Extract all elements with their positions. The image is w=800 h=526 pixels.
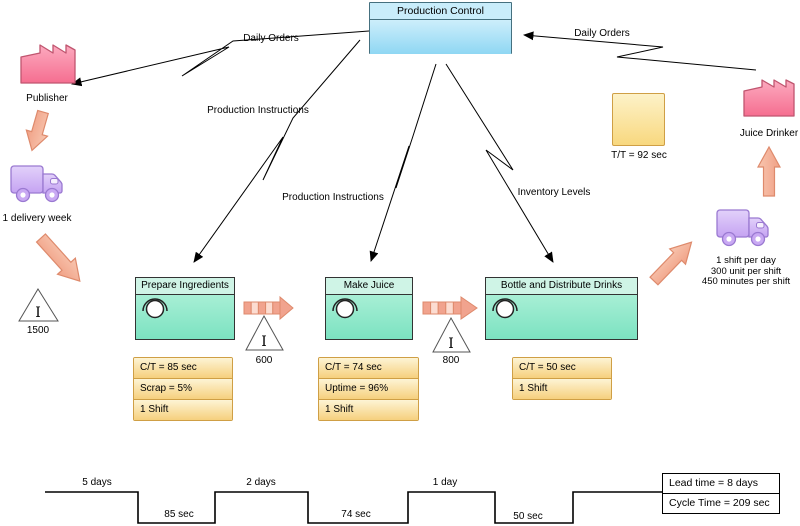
truck-to-inventory-arrow <box>35 233 81 282</box>
data-row: Scrap = 5% <box>134 379 232 400</box>
outbound-truck-text: 1 shift per day 300 unit per shift 450 m… <box>701 255 791 288</box>
push-arrow-1 <box>243 295 294 321</box>
cycle-time-value: Cycle Time = 209 sec <box>669 497 770 509</box>
inventory-symbol: I <box>448 336 454 352</box>
data-row: 1 Shift <box>513 379 611 399</box>
timeline-label-wait-3: 1 day <box>432 477 458 488</box>
inbound-truck-label: 1 delivery week <box>2 213 72 224</box>
outbound-truck-line-1: 1 shift per day <box>716 255 776 266</box>
production-control-title: Production Control <box>370 3 511 20</box>
production-instructions-label-1: Production Instructions <box>207 105 309 116</box>
lead-time-value: Lead time = 8 days <box>663 474 779 494</box>
publisher-label: Publisher <box>26 93 68 104</box>
process-box-bottle-distribute: Bottle and Distribute Drinks <box>485 277 638 340</box>
inventory-count-600: 600 <box>255 355 273 366</box>
production-instructions-label-2: Production Instructions <box>282 192 384 203</box>
data-box-make-juice: C/T = 74 sec Uptime = 96% 1 Shift <box>318 357 419 421</box>
publisher-to-truck-arrow <box>25 109 50 152</box>
inventory-count-800: 800 <box>442 355 460 366</box>
timeline-ladder <box>45 491 662 524</box>
process-title: Make Juice <box>326 278 412 295</box>
juice-drinker-label: Juice Drinker <box>739 128 799 139</box>
production-instructions-arrow-2 <box>369 63 437 262</box>
process-box-make-juice: Make Juice <box>325 277 413 340</box>
daily-orders-right-arrow <box>523 31 757 71</box>
timeline-summary-box: Lead time = 8 days Cycle Time = 209 sec <box>662 473 780 514</box>
takt-label: T/T = 92 sec <box>611 150 667 161</box>
data-row: C/T = 50 sec <box>513 358 611 379</box>
data-row: C/T = 85 sec <box>134 358 232 379</box>
inbound-truck-icon <box>10 165 63 203</box>
inventory-levels-arrow <box>445 63 554 263</box>
production-control-box: Production Control <box>369 2 512 54</box>
operator-icon <box>142 298 168 319</box>
inventory-triangle-800: I <box>432 316 471 353</box>
to-outbound-truck-arrow <box>649 241 693 286</box>
data-box-prepare-ingredients: C/T = 85 sec Scrap = 5% 1 Shift <box>133 357 233 421</box>
inventory-triangle-600: I <box>245 314 284 351</box>
daily-orders-right-label: Daily Orders <box>574 28 630 39</box>
daily-orders-left-label: Daily Orders <box>243 33 299 44</box>
outbound-truck-icon <box>716 209 769 247</box>
timeline-label-process-3: 50 sec <box>513 511 543 522</box>
data-row: 1 Shift <box>134 400 232 420</box>
timeline-label-process-2: 74 sec <box>341 509 371 520</box>
timeline-label-wait-1: 5 days <box>82 477 112 488</box>
production-control-body <box>370 20 511 54</box>
daily-orders-left-arrow <box>71 30 370 87</box>
data-row: C/T = 74 sec <box>319 358 418 379</box>
process-title: Prepare Ingredients <box>136 278 234 295</box>
timeline-label-process-1: 85 sec <box>164 509 194 520</box>
push-arrow-2 <box>422 296 478 320</box>
inventory-count-1500: 1500 <box>26 325 50 336</box>
takt-box <box>612 93 665 146</box>
operator-icon <box>332 298 358 319</box>
process-title: Bottle and Distribute Drinks <box>486 278 637 295</box>
inventory-symbol: I <box>261 334 267 350</box>
inventory-symbol: I <box>35 305 41 321</box>
outbound-truck-line-3: 450 minutes per shift <box>701 276 791 287</box>
outbound-truck-line-2: 300 unit per shift <box>710 265 782 277</box>
timeline-label-wait-2: 2 days <box>246 477 276 488</box>
data-row: Uptime = 96% <box>319 379 418 400</box>
inventory-levels-label: Inventory Levels <box>517 187 591 198</box>
process-box-prepare-ingredients: Prepare Ingredients <box>135 277 235 340</box>
inventory-triangle-1500: I <box>18 288 59 322</box>
truck-to-juice-drinker-arrow <box>756 145 782 197</box>
publisher-factory-icon <box>20 44 76 84</box>
process-body <box>136 295 234 339</box>
process-body <box>326 295 412 339</box>
operator-icon <box>492 298 518 319</box>
data-box-bottle-distribute: C/T = 50 sec 1 Shift <box>512 357 612 400</box>
data-row: 1 Shift <box>319 400 418 420</box>
production-instructions-arrow-1 <box>193 39 361 263</box>
juice-drinker-factory-icon <box>743 79 795 117</box>
process-body <box>486 295 637 339</box>
